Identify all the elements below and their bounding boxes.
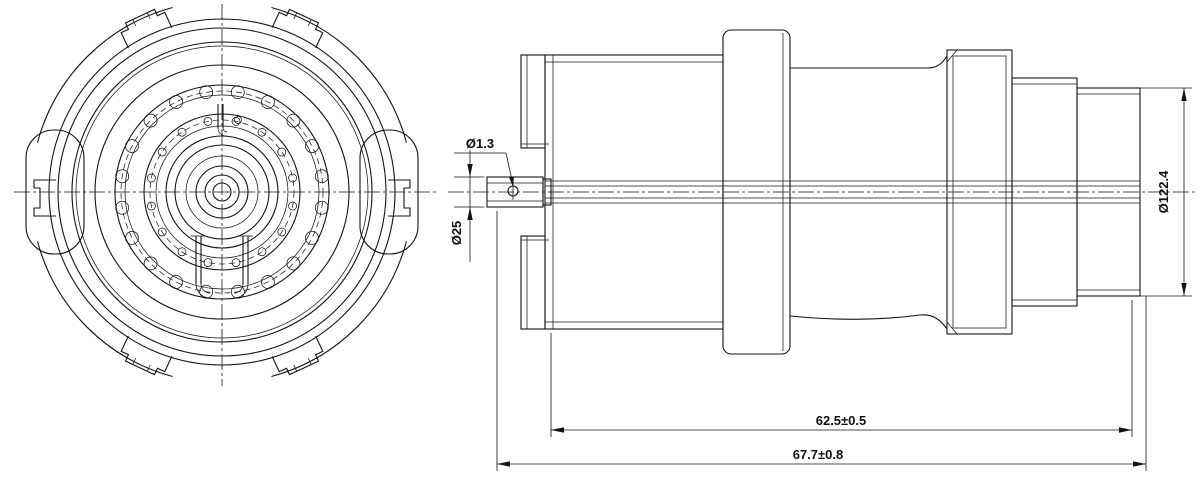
arrowhead <box>1181 283 1187 296</box>
step-sections <box>1011 77 1141 307</box>
bolt-circle-inner <box>149 119 295 265</box>
dimension-hole-leader: Ø1.3 <box>454 136 514 187</box>
right-clip <box>388 179 411 217</box>
stub-end-cap <box>542 178 552 206</box>
arrowhead <box>1181 88 1187 101</box>
overall-width-label: 67.7±0.8 <box>793 447 844 462</box>
top-center-feature <box>217 104 242 137</box>
waist-section <box>789 55 948 330</box>
arrowhead <box>497 461 510 467</box>
flange-section <box>722 29 791 355</box>
arrowhead <box>551 427 564 433</box>
dimension-right-diameter: Ø122.4 <box>1140 87 1192 297</box>
bottom-bracket <box>191 235 253 299</box>
bolt-circle-outer <box>120 90 324 294</box>
stub-diameter-label: Ø25 <box>449 221 464 246</box>
side-ears <box>25 129 419 255</box>
concentric-circles <box>48 18 396 366</box>
leader-arrowhead <box>509 176 514 187</box>
hole-leader-label: Ø1.3 <box>466 136 494 151</box>
dimension-stub-diameter: Ø25 <box>449 150 484 262</box>
front-view <box>14 4 436 386</box>
dimension-inner-width: 62.5±0.5 <box>550 300 1133 437</box>
side-view: Ø1.3 Ø25 Ø122.4 <box>448 29 1195 471</box>
arrowhead <box>467 164 473 177</box>
hole-ring-inner <box>147 117 297 267</box>
hole-ring-outer <box>115 85 329 299</box>
dimension-overall-width: 67.7±0.8 <box>496 211 1147 471</box>
left-clip <box>33 179 56 217</box>
bore-lines <box>545 180 1140 204</box>
mounting-tabs <box>120 8 324 376</box>
outer-scallop-arcs <box>36 6 408 378</box>
arrowhead <box>467 207 473 220</box>
arrowhead <box>1133 461 1146 467</box>
right-diameter-label: Ø122.4 <box>1156 170 1171 213</box>
arrowhead <box>1119 427 1132 433</box>
inner-width-label: 62.5±0.5 <box>816 413 867 428</box>
